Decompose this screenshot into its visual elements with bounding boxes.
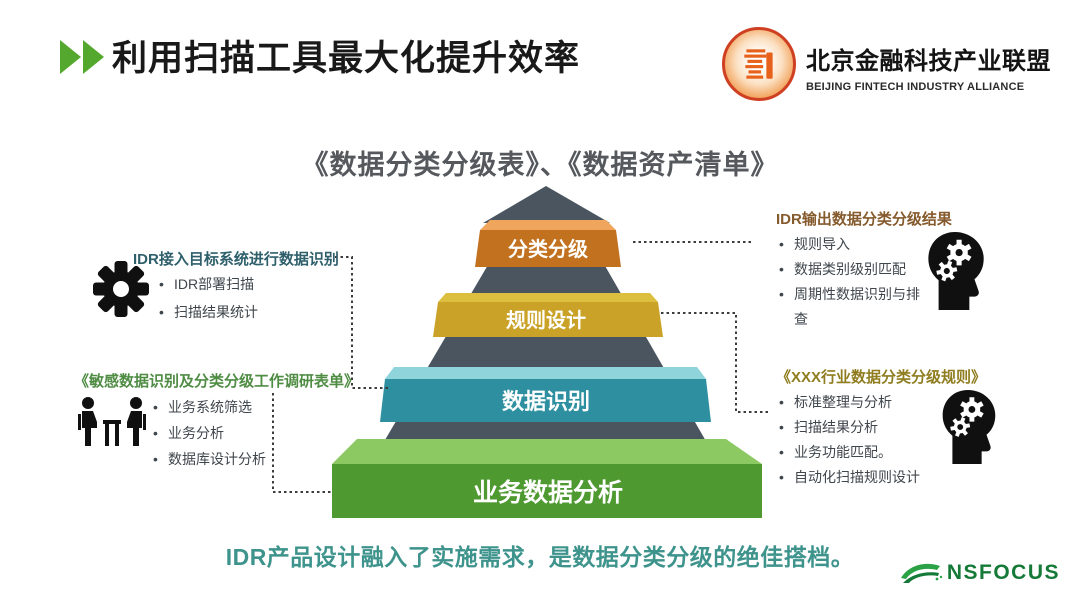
annotation-right-bottom-bullets: 标准整理与分析 扫描结果分析 业务功能匹配。 自动化扫描规则设计: [778, 390, 920, 490]
level-2-front-face: [433, 302, 663, 337]
annotation-left-top-heading: IDR接入目标系统进行数据识别: [133, 251, 339, 268]
head-gears-icon: [942, 389, 996, 465]
level-4-label: 业务数据分析: [473, 479, 623, 507]
annotation-right-top-bullets: 规则导入 数据类别级别匹配 周期性数据识别与排查: [778, 232, 930, 332]
annotation-left-top-bullets: IDR部署扫描 扫描结果统计: [158, 270, 258, 326]
bullet-item: 自动化扫描规则设计: [778, 465, 920, 490]
level-3-label: 数据识别: [502, 389, 590, 414]
footer-note: IDR产品设计融入了实施需求，是数据分类分级的绝佳搭档。: [225, 544, 855, 570]
bullet-item: 数据库设计分析: [152, 446, 266, 472]
bullet-item: 周期性数据识别与排查: [778, 282, 930, 332]
annotation-right-bottom-heading: 《XXX行业数据分类分级规则》: [776, 369, 987, 386]
chevron-right-icon: [83, 40, 104, 74]
alliance-name-cn: 北京金融科技产业联盟: [806, 48, 1051, 75]
connector-left-top: [335, 256, 388, 389]
nsfocus-logo: NSFOCUS: [899, 558, 1060, 588]
alliance-name-en: BEIJING FINTECH INDUSTRY ALLIANCE: [806, 81, 1025, 93]
level-1-label: 分类分级: [508, 237, 588, 261]
level-2-top-face: [438, 293, 658, 302]
annotation-left-bottom-bullets: 业务系统筛选 业务分析 数据库设计分析: [152, 394, 266, 472]
level-3-front-face: [380, 379, 711, 422]
bullet-item: 标准整理与分析: [778, 390, 920, 415]
alliance-seal-icon: [722, 27, 796, 101]
bullet-item: IDR部署扫描: [158, 270, 258, 298]
seal-emblem-icon: [744, 49, 773, 79]
page-title: 利用扫描工具最大化提升效率: [112, 39, 581, 78]
bullet-item: 规则导入: [778, 232, 930, 257]
bullet-item: 数据类别级别匹配: [778, 257, 930, 282]
bullet-item: 业务功能匹配。: [778, 440, 920, 465]
alliance-name-block: 北京金融科技产业联盟 BEIJING FINTECH INDUSTRY ALLI…: [806, 41, 1051, 93]
bullet-item: 扫描结果分析: [778, 415, 920, 440]
annotation-right-top-heading: IDR输出数据分类分级结果: [776, 211, 952, 228]
pyramid-arrow-icon: [483, 186, 610, 223]
level-4-front-face: [332, 464, 762, 518]
level-4-top-face: [332, 439, 762, 464]
level-2-label: 规则设计: [506, 309, 586, 332]
subtitle: 《数据分类分级表》、《数据资产清单》: [301, 150, 779, 180]
annotation-left-bottom-heading: 《敏感数据识别及分类分级工作调研表单》: [74, 373, 360, 390]
bullet-item: 业务分析: [152, 420, 266, 446]
bullet-item: 扫描结果统计: [158, 298, 258, 326]
bullet-item: 业务系统筛选: [152, 394, 266, 420]
level-1-front-face: [475, 230, 621, 267]
nsfocus-wordmark: NSFOCUS: [946, 561, 1060, 584]
nsfocus-swoosh-icon: [900, 563, 943, 583]
head-gears-icon: [928, 232, 984, 310]
level-1-top-face: [480, 220, 616, 230]
connector-left-bottom: [272, 393, 331, 493]
meeting-icon: [78, 397, 146, 446]
gear-icon: [93, 261, 149, 317]
chevron-right-icon: [60, 40, 81, 74]
level-3-top-face: [385, 367, 706, 379]
